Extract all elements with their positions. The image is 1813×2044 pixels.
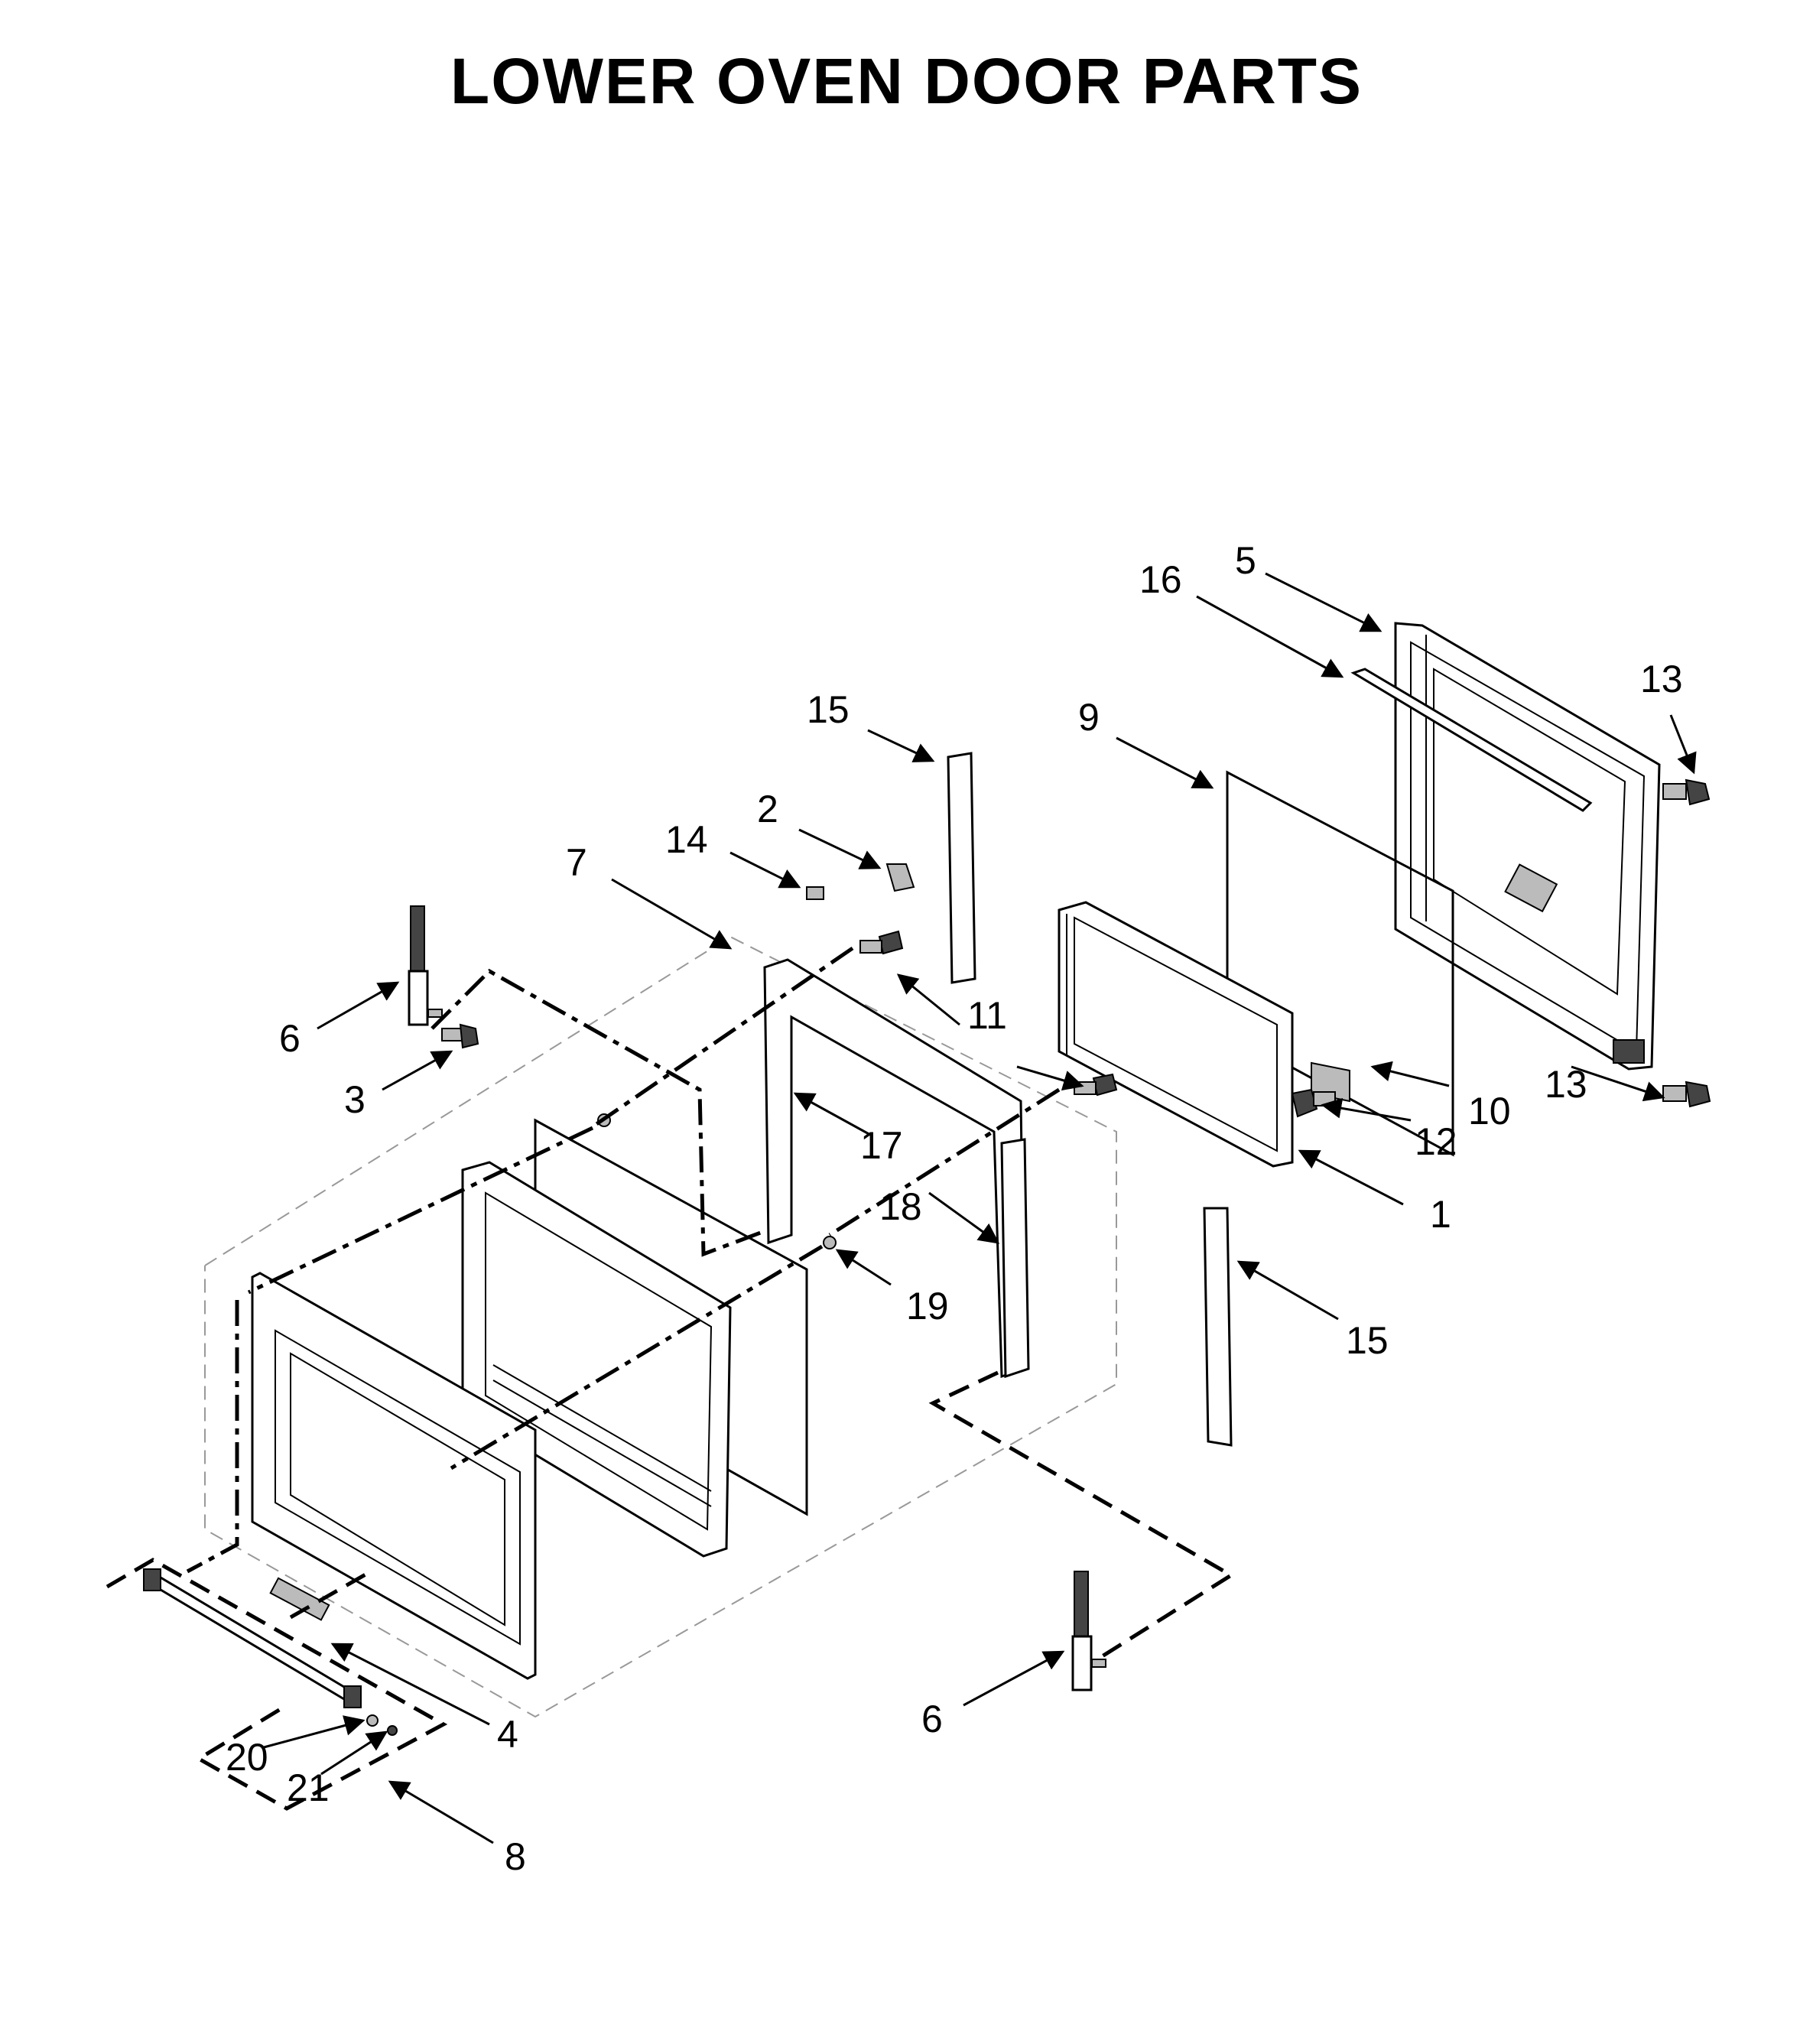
clip-part-14 bbox=[806, 886, 824, 900]
callout-12: 12 bbox=[1415, 1120, 1457, 1163]
clip-part-2 bbox=[885, 863, 915, 892]
callout-6-upper: 6 bbox=[279, 1017, 301, 1060]
callout-18: 18 bbox=[879, 1185, 922, 1228]
callout-15-upper: 15 bbox=[807, 688, 850, 731]
glass-panel-part-9 bbox=[1226, 770, 1454, 1157]
callout-8: 8 bbox=[505, 1835, 526, 1878]
screw-part-12 bbox=[1291, 1088, 1336, 1118]
screw-part-3 bbox=[441, 1023, 479, 1049]
screw-part-20 bbox=[366, 1714, 379, 1727]
inner-door-frame-part-5 bbox=[1394, 622, 1661, 1071]
support-rail-part-16 bbox=[1350, 668, 1593, 812]
callout-17: 17 bbox=[860, 1124, 903, 1167]
callout-4: 4 bbox=[497, 1713, 518, 1756]
washer-part-21 bbox=[387, 1725, 398, 1736]
assembly-lines bbox=[186, 946, 1061, 1574]
door-channel-part-17 bbox=[763, 958, 1026, 1379]
callout-labels: 1 2 3 4 5 6 6 7 8 9 10 11 12 13 13 14 15… bbox=[226, 539, 1683, 1878]
callout-5: 5 bbox=[1235, 539, 1256, 582]
callout-20: 20 bbox=[226, 1736, 268, 1779]
callout-15-lower: 15 bbox=[1346, 1319, 1389, 1362]
glass-pack-frame-part-1 bbox=[1058, 901, 1294, 1168]
callout-2: 2 bbox=[757, 788, 778, 830]
callout-16: 16 bbox=[1139, 558, 1182, 601]
callout-10: 10 bbox=[1468, 1090, 1511, 1132]
callout-14: 14 bbox=[665, 818, 708, 861]
inner-door-liner bbox=[461, 1161, 732, 1558]
callout-3: 3 bbox=[344, 1078, 366, 1121]
screw-part-13-upper bbox=[1662, 778, 1711, 806]
hinge-part-6-lower bbox=[1071, 1571, 1106, 1691]
callout-19: 19 bbox=[906, 1285, 949, 1327]
callout-7: 7 bbox=[566, 841, 587, 884]
handle-part-8 bbox=[143, 1568, 362, 1708]
door-channel-part-18 bbox=[1000, 1138, 1030, 1379]
outer-door-part-4 bbox=[251, 1272, 537, 1680]
side-trim-part-15-lower bbox=[1203, 1207, 1233, 1447]
callout-13-lower: 13 bbox=[1545, 1063, 1587, 1106]
callout-11: 11 bbox=[967, 994, 1007, 1037]
handle-bracket-lines bbox=[106, 1370, 1235, 1811]
washer-part-19 bbox=[823, 1236, 837, 1249]
hinge-part-6-upper bbox=[408, 905, 443, 1026]
callout-1: 1 bbox=[1430, 1193, 1451, 1236]
leader-lines bbox=[263, 572, 1697, 1844]
callout-9: 9 bbox=[1078, 696, 1100, 739]
screw-part-13-lower bbox=[1662, 1080, 1711, 1108]
page-title: LOWER OVEN DOOR PARTS bbox=[450, 45, 1363, 117]
callout-13-upper: 13 bbox=[1640, 658, 1683, 700]
side-trim-part-15-upper bbox=[947, 752, 976, 984]
screw-part-11-upper bbox=[859, 930, 904, 955]
callout-6-lower: 6 bbox=[921, 1698, 943, 1740]
callout-21: 21 bbox=[287, 1766, 330, 1809]
